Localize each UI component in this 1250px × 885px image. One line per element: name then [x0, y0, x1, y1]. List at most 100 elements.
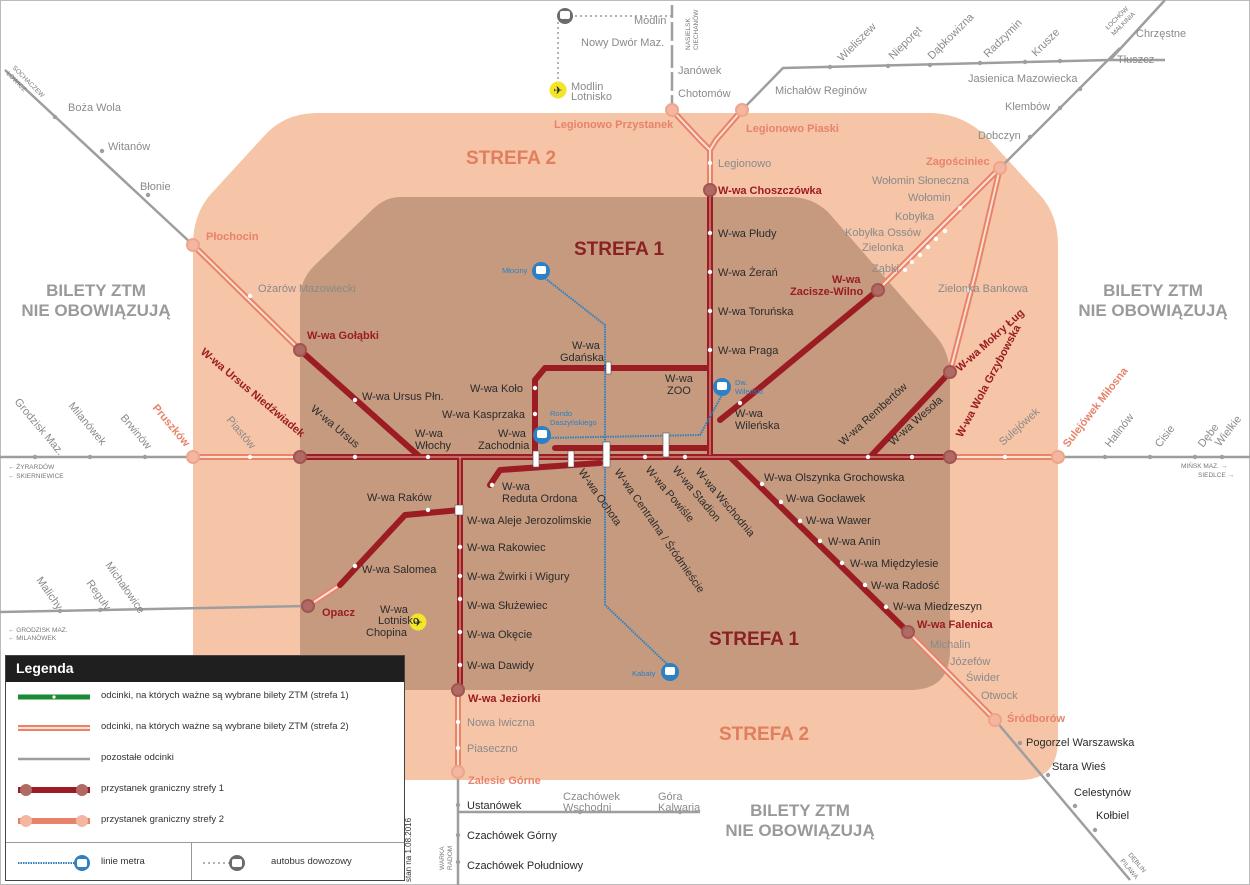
legend-zone2-line-symbol: [18, 725, 90, 731]
legend-row-zone2-stop: przystanek graniczny strefy 2: [6, 810, 404, 832]
legend-row4-text: przystanek graniczny strefy 1: [101, 783, 225, 794]
station-wwa-choszczowka: W-wa Choszczówka: [718, 185, 823, 197]
zone1-label-top: STREFA 1: [574, 239, 665, 260]
station-pruszkow: Pruszków: [150, 402, 192, 449]
direction-minsk: MIŃSK MAZ. →: [1181, 461, 1227, 470]
metro-label-rondo-1: Rondo: [550, 409, 572, 418]
zone2-label-top: STREFA 2: [466, 148, 556, 169]
station-dots: [247, 17, 1008, 751]
direction-warka: WARKA: [439, 846, 446, 870]
station-legionowo-piaski: Legionowo Piaski: [746, 123, 839, 135]
tickets-not-valid-left: BILETY ZTM NIE OBOWIĄZUJĄ: [21, 281, 170, 320]
svg-text:NIE OBOWIĄZUJĄ: NIE OBOWIĄZUJĄ: [1078, 301, 1227, 320]
station-dabkowizna: Dąbkowizna: [926, 11, 977, 62]
metro-icon-dw-wilenski: [713, 378, 731, 396]
legend-divider: [6, 842, 404, 843]
station-wwa-lotnisko-2: Lotnisko: [378, 615, 419, 627]
station-chrzestne: Chrzęstne: [1136, 28, 1186, 40]
station-legionowo: Legionowo: [718, 158, 771, 170]
station-otwock: Otwock: [981, 690, 1018, 702]
svg-text:✈: ✈: [553, 85, 562, 97]
legend-row3-text: pozostałe odcinki: [101, 752, 174, 763]
station-wwa-kasprzaka: W-wa Kasprzaka: [442, 409, 526, 421]
station-zabki: Ząbki: [872, 263, 899, 275]
station-opacz: Opacz: [322, 607, 356, 619]
station-wwa-gdanska-1: W-wa: [572, 340, 601, 352]
shuttle-bus-line: [557, 15, 672, 88]
legend-metro-text: linie metra: [101, 856, 145, 867]
station-wwa-sluzewiec: W-wa Służewiec: [467, 600, 548, 612]
station-wwa-goclawek: W-wa Gocławek: [786, 493, 866, 505]
legend-row-zone1-stop: przystanek graniczny strefy 1: [6, 779, 404, 801]
metro-icon-mlociny: [532, 262, 550, 280]
svg-text:BILETY ZTM: BILETY ZTM: [46, 281, 146, 300]
station-piaseczno: Piaseczno: [467, 743, 518, 755]
metro-icon-rondo: [533, 426, 551, 444]
station-wolomin: Wołomin: [908, 192, 951, 204]
station-wwa-golabki: W-wa Gołąbki: [307, 330, 379, 342]
metro-label-dw-2: Wileński: [735, 387, 763, 396]
legend-row5-text: przystanek graniczny strefy 2: [101, 814, 225, 825]
station-wwa-reduta-1: W-wa: [502, 481, 531, 493]
svg-text:✈: ✈: [413, 617, 422, 629]
station-ozarow: Ożarów Mazowiecki: [258, 283, 356, 295]
direction-siedlce: SIEDLCE →: [1198, 472, 1234, 479]
station-wwa-wawer: W-wa Wawer: [806, 515, 871, 527]
station-tluszcz: Tłuszcz: [1117, 54, 1154, 66]
station-wwa-salomea: W-wa Salomea: [362, 564, 437, 576]
station-wwa-anin: W-wa Anin: [828, 536, 880, 548]
station-milanowek: Milanówek: [66, 400, 109, 448]
direction-zyrardow: ← ŻYRARDÓW: [8, 462, 55, 471]
station-kolbiel: Kołbiel: [1096, 810, 1129, 822]
direction-radom: RADOM: [447, 846, 454, 870]
station-nieporet: Nieporęt: [887, 24, 925, 62]
station-jozefow: Józefów: [950, 656, 990, 668]
station-plochocin: Płochocin: [206, 231, 259, 243]
station-michalow: Michałów Reginów: [775, 85, 867, 97]
legend-zone1-line-symbol: [18, 694, 90, 700]
station-wwa-gdanska-2: Gdańska: [560, 352, 605, 364]
station-wieliszew: Wieliszew: [836, 21, 879, 64]
station-blonie: Błonie: [140, 181, 171, 193]
direction-skierniewice: ← SKIERNIEWICE: [8, 473, 64, 480]
station-ustanowek: Ustanówek: [467, 800, 522, 812]
station-wwa-zachodnia-1: W-wa: [498, 428, 527, 440]
station-grodzisk: Grodzisk Maz.: [12, 396, 66, 458]
station-wwa-zoo-2: ZOO: [667, 385, 691, 397]
legend-row-bus: autobus dowozowy: [191, 852, 404, 874]
svg-text:BILETY ZTM: BILETY ZTM: [750, 801, 850, 820]
svg-text:NIE OBOWIĄZUJĄ: NIE OBOWIĄZUJĄ: [725, 821, 874, 840]
station-wwa-kolo: W-wa Koło: [470, 383, 523, 395]
direction-nasielsk: NASIELSK: [685, 18, 692, 50]
legend-zone2-stop-symbol: [18, 815, 90, 827]
legend-row1-text: odcinki, na których ważne są wybrane bil…: [101, 690, 349, 701]
station-brwinow: Brwinów: [118, 412, 154, 452]
station-wwa-pludy: W-wa Płudy: [718, 228, 777, 240]
station-cisie: Cisie: [1153, 423, 1178, 450]
station-boza-wola: Boża Wola: [68, 102, 122, 114]
station-nowy-dwor: Nowy Dwór Maz.: [581, 37, 664, 49]
zone1-label-bottom: STREFA 1: [709, 629, 800, 650]
station-wwa-zacisze-2: Zacisze-Wilno: [790, 286, 864, 298]
tickets-not-valid-right: BILETY ZTM NIE OBOWIĄZUJĄ: [1078, 281, 1227, 320]
station-wwa-jeziorki: W-wa Jeziorki: [468, 693, 541, 705]
station-janowek: Janówek: [678, 65, 722, 77]
station-stara-wies: Stara Wieś: [1052, 761, 1106, 773]
station-wwa-falenica: W-wa Falenica: [917, 619, 993, 631]
station-wwa-rakow: W-wa Raków: [367, 492, 432, 504]
station-gora-kalwaria-2: Kalwaria: [658, 802, 701, 814]
legend-zone1-stop-symbol: [18, 784, 90, 796]
station-wwa-reduta-2: Reduta Ordona: [502, 493, 578, 505]
metro-label-rondo-2: Daszyńskiego: [550, 418, 597, 427]
bus-icon-window: [560, 11, 570, 19]
metro-label-dw-1: Dw.: [735, 378, 748, 387]
station-wwa-ursus-pln: W-wa Ursus Płn.: [362, 391, 444, 403]
station-srodborow: Śródborów: [1007, 712, 1065, 725]
station-wwa-zacisze-1: W-wa: [832, 274, 861, 286]
station-wwa-zeran: W-wa Żerań: [718, 266, 778, 279]
station-klembow: Klembów: [1005, 101, 1050, 113]
station-swider: Świder: [966, 671, 1000, 684]
station-chotomow: Chotomów: [678, 88, 731, 100]
station-zielonka: Zielonka: [862, 242, 904, 254]
